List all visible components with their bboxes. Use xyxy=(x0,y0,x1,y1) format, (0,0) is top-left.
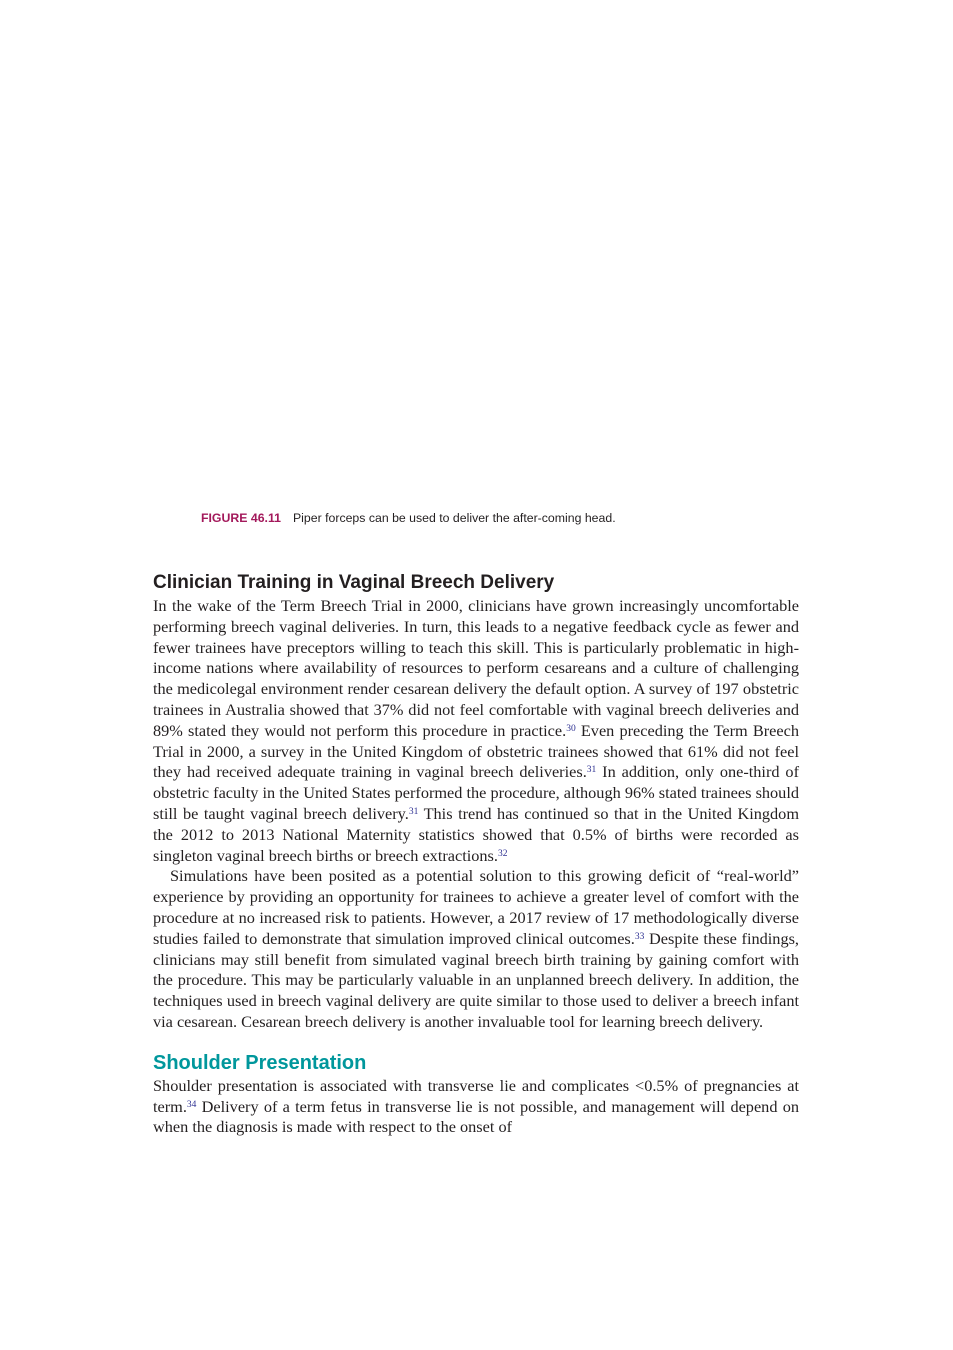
paragraph-text: This trend has continued so that in the … xyxy=(153,803,799,865)
paragraph-text: Despite these findings, clinicians may s… xyxy=(153,928,799,1031)
paragraph-text: In the wake of the Term Breech Trial in … xyxy=(153,596,799,740)
article-body: Clinician Training in Vaginal Breech Del… xyxy=(153,570,799,1138)
reference-link[interactable]: 33 xyxy=(634,931,645,942)
figure-caption-text: Piper forceps can be used to deliver the… xyxy=(292,511,616,525)
paragraph-text: Simulations have been posited as a poten… xyxy=(153,866,799,948)
figure-label: FIGURE 46.11 xyxy=(201,511,281,525)
paragraph-text: Even preceding the Term Breech Trial in … xyxy=(153,720,799,782)
figure-image-area xyxy=(153,0,799,500)
reference-link[interactable]: 31 xyxy=(408,806,419,817)
paragraph-text: Shoulder presentation is associated with… xyxy=(153,1075,799,1116)
paragraph-text: Delivery of a term fetus in transverse l… xyxy=(153,1096,799,1137)
section-heading-shoulder-presentation: Shoulder Presentation xyxy=(153,1051,367,1074)
section-heading-clinician-training: Clinician Training in Vaginal Breech Del… xyxy=(153,572,555,593)
reference-link[interactable]: 30 xyxy=(566,723,576,734)
paragraph-shoulder-presentation-1: Shoulder presentation is associated with… xyxy=(153,1076,799,1138)
reference-link[interactable]: 34 xyxy=(186,1099,197,1110)
reference-link[interactable]: 32 xyxy=(497,848,508,859)
paragraph-clinician-training-1: In the wake of the Term Breech Trial in … xyxy=(153,596,799,866)
paragraph-text: In addition, only one-third of obstetric… xyxy=(153,762,799,823)
paragraph-clinician-training-2: Simulations have been posited as a poten… xyxy=(153,866,799,1032)
figure-caption: FIGURE 46.11 Piper forceps can be used to… xyxy=(201,511,801,525)
reference-link[interactable]: 31 xyxy=(586,765,597,776)
